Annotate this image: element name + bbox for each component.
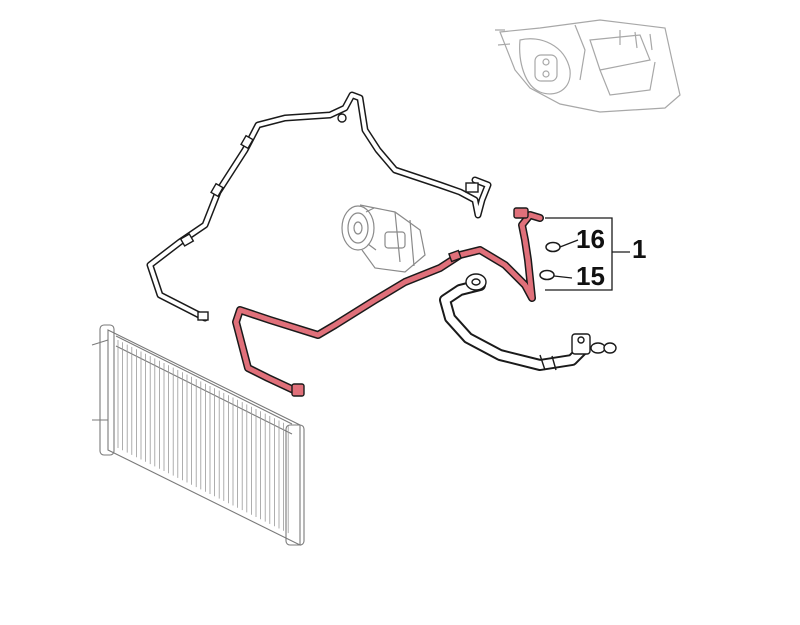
- callout-part-16: 16: [576, 224, 605, 254]
- upper-line-fittings: [179, 113, 479, 321]
- upper-refrigerant-line: [146, 91, 492, 322]
- callout-assembly-1: 1: [632, 234, 647, 264]
- lower-hose-fittings: [465, 273, 617, 371]
- ac-compressor-illustration: [341, 204, 426, 273]
- engine-block-illustration: [495, 19, 681, 113]
- highlighted-pipe-assembly: [236, 215, 540, 392]
- o-ring-part-16: [545, 241, 561, 253]
- highlighted-pipe-fittings: [291, 207, 529, 397]
- o-ring-part-15: [539, 269, 555, 281]
- condenser-illustration: [91, 324, 305, 546]
- callout-part-15: 15: [576, 261, 605, 291]
- leader-lines: [545, 217, 630, 291]
